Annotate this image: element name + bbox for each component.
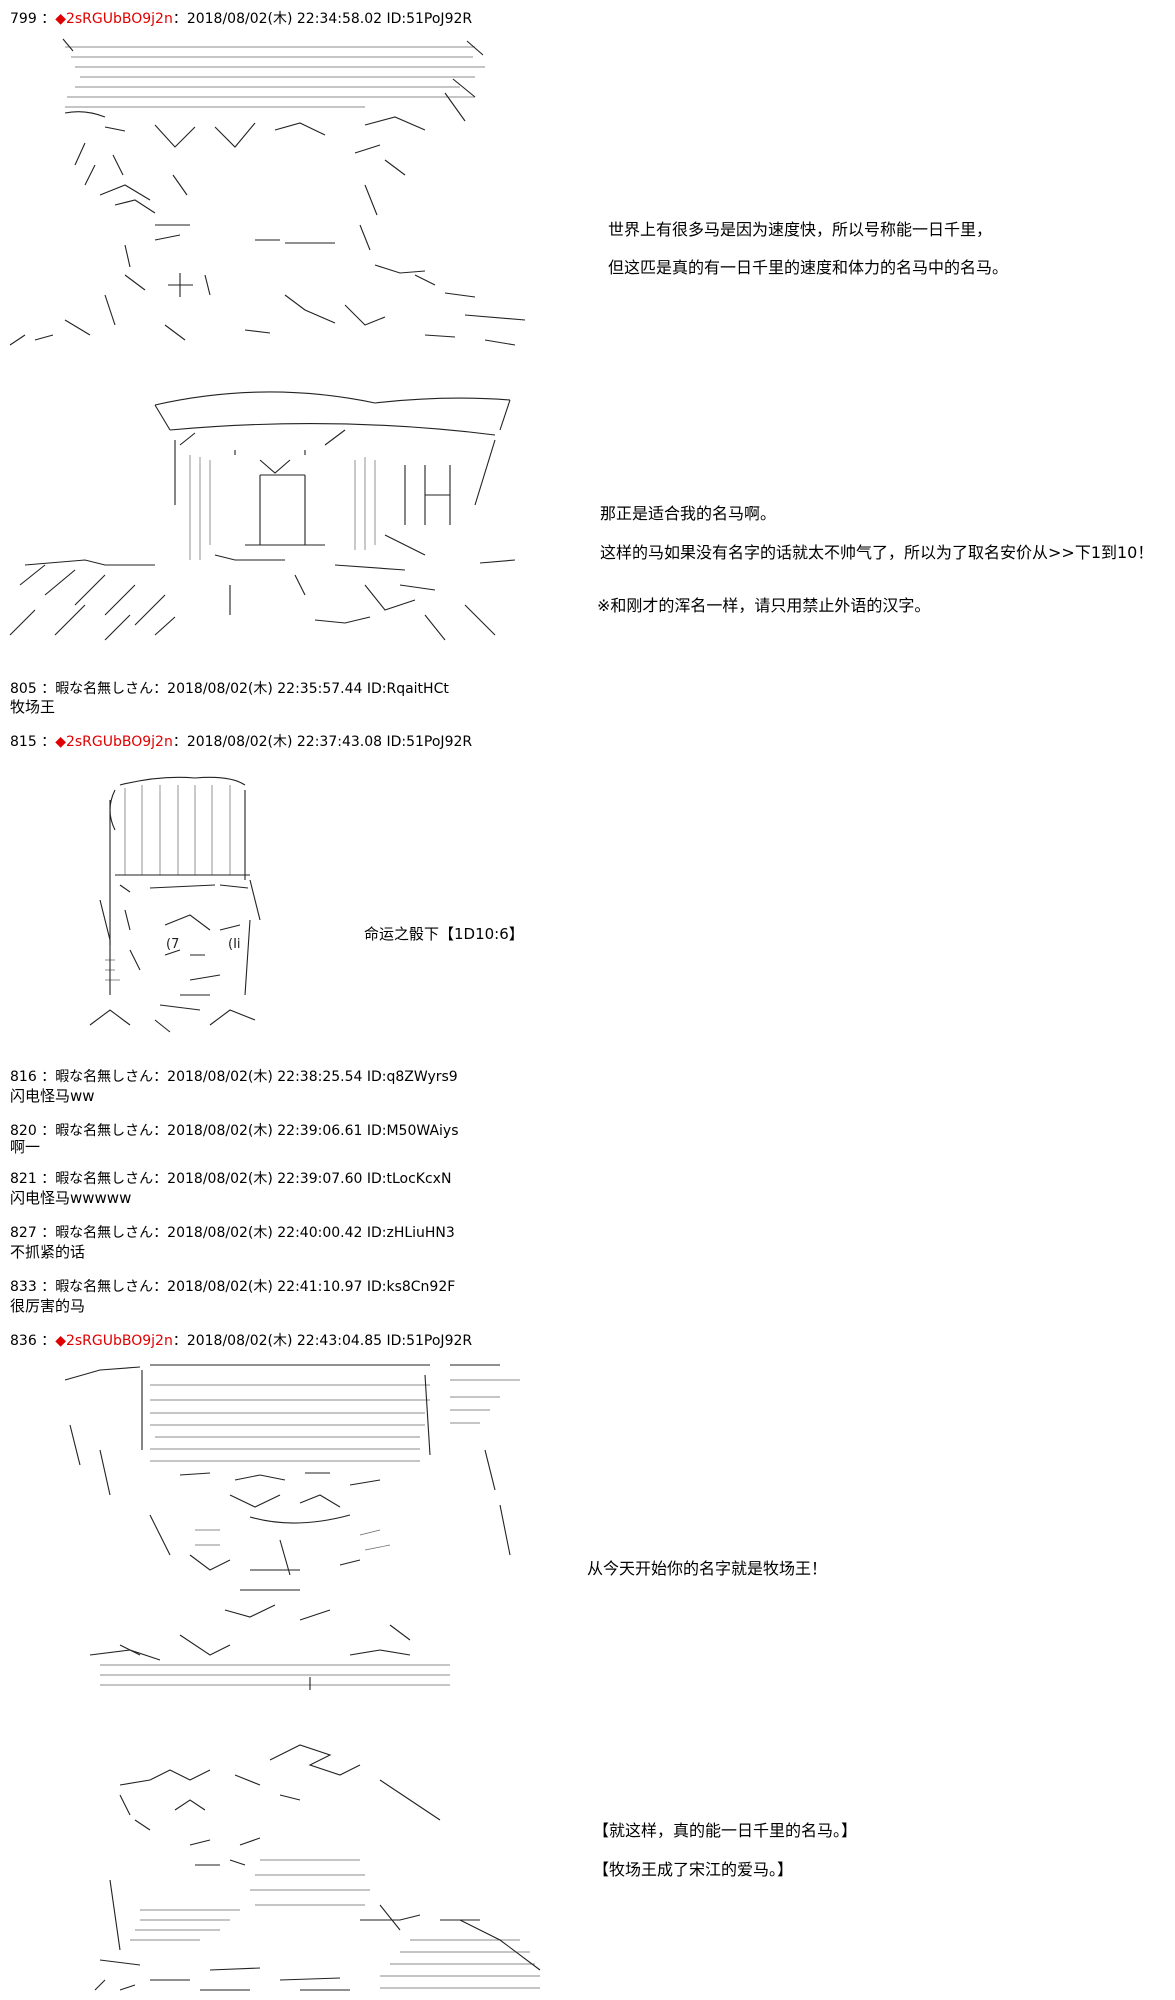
post-body-816: 闪电怪马ww: [10, 1087, 95, 1105]
poster-name: 暇な名無しさん: [55, 1279, 154, 1295]
tripcode[interactable]: ◆2sRGUbBO9j2n: [55, 734, 173, 750]
post-meta: ：2018/08/02(木) 22:39:06.61 ID:M50WAiys: [153, 1123, 459, 1139]
svg-text:(7: (7: [166, 937, 179, 952]
post-header-805: 805 ：暇な名無しさん：2018/08/02(木) 22:35:57.44 I…: [10, 681, 449, 697]
svg-text:(Ii: (Ii: [228, 937, 241, 952]
post-header-821: 821 ：暇な名無しさん：2018/08/02(木) 22:39:07.60 I…: [10, 1171, 452, 1187]
post-meta: ：2018/08/02(木) 22:39:07.60 ID:tLocKcxN: [153, 1171, 452, 1187]
post-meta: ：2018/08/02(木) 22:37:43.08 ID:51PoJ92R: [172, 734, 473, 750]
post-number: 820: [10, 1123, 37, 1139]
man-hat-ascii-art: [9, 391, 516, 641]
post-number: 805: [10, 681, 37, 697]
post-number: 836: [10, 1333, 37, 1349]
post-body-805: 牧场王: [10, 698, 56, 716]
post-body-821: 闪电怪马wwwww: [10, 1189, 132, 1207]
post-body-833: 很厉害的马: [10, 1297, 86, 1315]
poster-name: 暇な名無しさん: [55, 1069, 154, 1085]
post-header-820: 820 ：暇な名無しさん：2018/08/02(木) 22:39:06.61 I…: [10, 1123, 459, 1139]
caption-7: 从今天开始你的名字就是牧场王！: [587, 1559, 828, 1578]
caption-1: 世界上有很多马是因为速度快，所以号称能一日千里，: [608, 220, 993, 239]
post-header-827: 827 ：暇な名無しさん：2018/08/02(木) 22:40:00.42 I…: [10, 1225, 455, 1241]
post-header-836: 836 ：◆2sRGUbBO9j2n：2018/08/02(木) 22:43:0…: [10, 1333, 473, 1349]
post-header-816: 816 ：暇な名無しさん：2018/08/02(木) 22:38:25.54 I…: [10, 1069, 458, 1085]
post-meta: ：2018/08/02(木) 22:41:10.97 ID:ks8Cn92F: [153, 1279, 456, 1295]
poster-name: 暇な名無しさん: [55, 1225, 154, 1241]
man-glasses-ascii-art: [64, 1364, 520, 1690]
post-number: 816: [10, 1069, 37, 1085]
horse-ascii-art: [9, 38, 526, 346]
poster-name: 暇な名無しさん: [55, 681, 154, 697]
post-meta: ：2018/08/02(木) 22:43:04.85 ID:51PoJ92R: [172, 1333, 473, 1349]
caption-3: 那正是适合我的名马啊。: [600, 504, 777, 523]
post-number: 833: [10, 1279, 37, 1295]
post-number: 815: [10, 734, 37, 750]
post-meta: ：2018/08/02(木) 22:34:58.02 ID:51PoJ92R: [172, 11, 473, 27]
post-number: 827: [10, 1225, 37, 1241]
post-body-820: 啊一: [10, 1138, 41, 1156]
post-header-833: 833 ：暇な名無しさん：2018/08/02(木) 22:41:10.97 I…: [10, 1279, 456, 1295]
tripcode[interactable]: ◆2sRGUbBO9j2n: [55, 1333, 173, 1349]
poster-name: 暇な名無しさん: [55, 1123, 154, 1139]
dice-roll-caption: 命运之骰下【1D10:6】: [364, 925, 524, 943]
post-number: 821: [10, 1171, 37, 1187]
post-meta: ：2018/08/02(木) 22:35:57.44 ID:RqaitHCt: [153, 681, 449, 697]
caption-4: 这样的马如果没有名字的话就太不帅气了，所以为了取名安价从>>下1到10！: [600, 543, 1154, 562]
caption-5: ※和刚才的浑名一样，请只用禁止外语的汉字。: [597, 596, 931, 615]
caption-9: 【牧场王成了宋江的爱马。】: [593, 1860, 794, 1879]
tripcode[interactable]: ◆2sRGUbBO9j2n: [55, 11, 173, 27]
post-body-827: 不抓紧的话: [10, 1243, 86, 1261]
post-meta: ：2018/08/02(木) 22:38:25.54 ID:q8ZWyrs9: [153, 1069, 458, 1085]
post-header-815: 815 ：◆2sRGUbBO9j2n：2018/08/02(木) 22:37:4…: [10, 734, 473, 750]
poster-name: 暇な名無しさん: [55, 1171, 154, 1187]
post-header-799: 799 ：◆2sRGUbBO9j2n：2018/08/02(木) 22:34:5…: [10, 11, 473, 27]
post-meta: ：2018/08/02(木) 22:40:00.42 ID:zHLiuHN3: [153, 1225, 455, 1241]
caption-8: 【就这样，真的能一日千里的名马。】: [593, 1821, 858, 1840]
horse-lying-ascii-art: [94, 1744, 541, 1991]
man-striped-hat-ascii-art: (7 (Ii: [89, 776, 261, 1033]
post-number: 799: [10, 11, 37, 27]
caption-2: 但这匹是真的有一日千里的速度和体力的名马中的名马。: [608, 258, 1009, 277]
